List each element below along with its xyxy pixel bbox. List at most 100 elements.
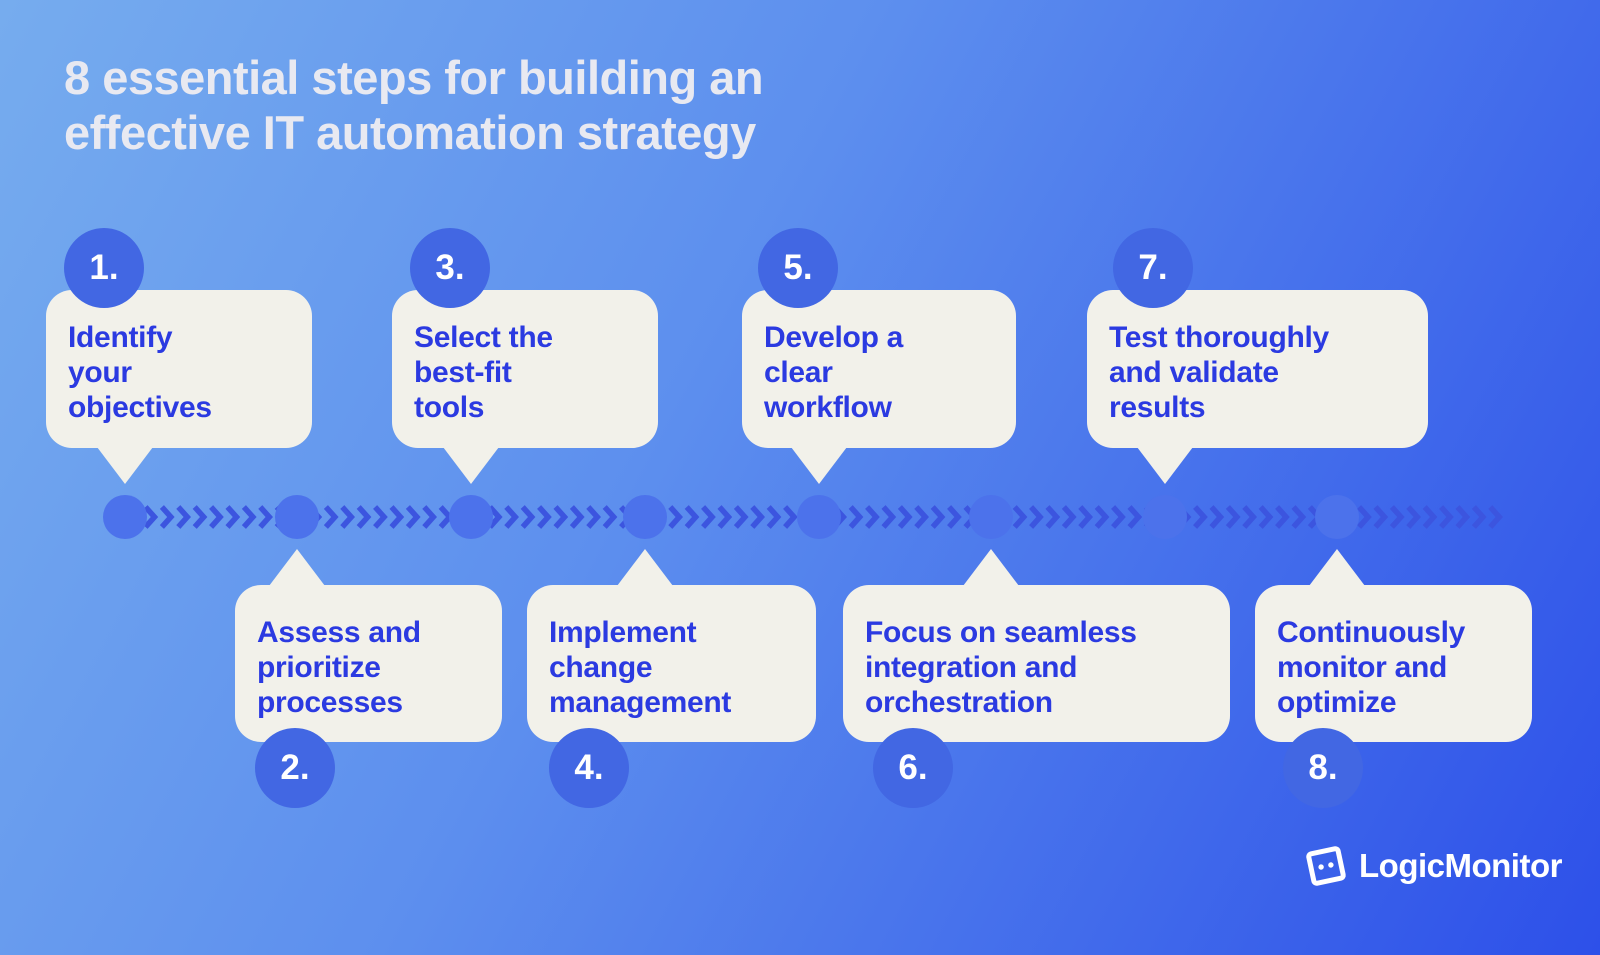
- step-number-badge: 3.: [410, 228, 490, 308]
- chevron-arrow-icon: [1078, 505, 1093, 529]
- chevron-arrow-icon: [1389, 505, 1405, 529]
- step-callout-7: 7. Test thoroughly and validate results: [1087, 228, 1428, 484]
- chevron-arrow-icon: [209, 505, 224, 529]
- bubble-tail: [1137, 447, 1193, 484]
- step-text: Test thoroughly and validate results: [1109, 321, 1329, 424]
- step-text: Continuously monitor and optimize: [1277, 616, 1466, 719]
- chevron-arrow-icon: [750, 505, 765, 529]
- chevron-arrow-icon: [865, 505, 880, 529]
- chevron-arrow-icon: [668, 505, 683, 529]
- chevron-arrow-icon: [1045, 505, 1061, 529]
- chevron-arrow-icon: [143, 505, 159, 529]
- chevron-arrow-icon: [1422, 505, 1438, 529]
- chevron-arrow-icon: [717, 505, 733, 529]
- chevron-arrow-icon: [1357, 505, 1372, 529]
- chevron-arrow-icon: [930, 505, 946, 529]
- chevron-arrow-icon: [1291, 505, 1307, 529]
- chevron-arrow-icon: [1439, 505, 1454, 529]
- chevron-arrow-icon: [340, 505, 355, 529]
- step-number: 3.: [435, 248, 465, 287]
- speech-bubble: Develop a clear workflow: [742, 290, 1016, 484]
- chevron-arrow-icon: [1373, 505, 1389, 529]
- bubble-tail: [1309, 549, 1365, 586]
- chevron-arrow-icon: [405, 505, 421, 529]
- step-text: Assess and prioritize processes: [257, 616, 421, 719]
- chevron-arrow-icon: [356, 505, 372, 529]
- chevron-arrow-icon: [848, 505, 864, 529]
- chevron-arrow-icon: [537, 505, 552, 529]
- speech-bubble: Test thoroughly and validate results: [1087, 290, 1428, 484]
- chevron-arrow-icon: [487, 505, 503, 529]
- step-text: Focus on seamless integration and orches…: [865, 616, 1137, 719]
- step-number-badge: 4.: [549, 728, 629, 808]
- chevron-arrow-icon: [783, 505, 798, 529]
- logicmonitor-mark-icon: [1306, 846, 1346, 886]
- step-callout-2: 2. Assess and prioritize processes: [235, 549, 502, 808]
- chevron-arrow-icon: [241, 505, 257, 529]
- chevron-arrow-icon: [881, 505, 897, 529]
- step-number: 1.: [89, 248, 119, 287]
- chevron-arrow-icon: [176, 505, 191, 529]
- chevron-arrow-icon: [504, 505, 519, 529]
- chevron-arrow-icon: [586, 505, 601, 529]
- chevron-arrow-icon: [1012, 505, 1028, 529]
- brand-name: LogicMonitor: [1359, 847, 1562, 884]
- bubble-tail: [443, 447, 499, 484]
- chevron-arrow-icon: [1242, 505, 1257, 529]
- speech-bubble: Continuously monitor and optimize: [1255, 549, 1532, 742]
- chevron-arrow-icon: [766, 505, 782, 529]
- chevron-arrow-icon: [1406, 505, 1421, 529]
- step-text: Develop a clear workflow: [764, 321, 904, 424]
- chevron-arrow-icon: [1455, 505, 1471, 529]
- timeline-dot: [797, 495, 841, 539]
- chevron-arrow-icon: [1111, 505, 1126, 529]
- step-number-badge: 8.: [1283, 728, 1363, 808]
- bubble-tail: [617, 549, 673, 586]
- chevron-arrow-icon: [389, 505, 405, 529]
- chevron-arrow-icon: [192, 505, 208, 529]
- step-callout-1: 1. Identify your objectives: [46, 228, 312, 484]
- chevron-arrow-icon: [1488, 505, 1503, 529]
- chevron-arrow-icon: [1471, 505, 1487, 529]
- chevron-arrow-icon: [159, 505, 175, 529]
- step-number: 8.: [1308, 748, 1338, 787]
- chevron-arrow-icon: [1258, 505, 1274, 529]
- brand-logo: LogicMonitor: [1303, 843, 1562, 889]
- chevron-arrow-icon: [225, 505, 241, 529]
- chevron-arrow-icon: [1061, 505, 1077, 529]
- step-text: Implement change management: [549, 616, 732, 719]
- chevron-arrow-icon: [1094, 505, 1110, 529]
- step-callout-8: 8. Continuously monitor and optimize: [1255, 549, 1532, 808]
- bubble-tail: [269, 549, 325, 586]
- speech-bubble: Assess and prioritize processes: [235, 549, 502, 742]
- timeline-dot: [1143, 495, 1187, 539]
- step-number: 6.: [898, 748, 928, 787]
- timeline-dot: [103, 495, 147, 539]
- chevron-arrow-icon: [684, 505, 700, 529]
- step-number: 7.: [1138, 248, 1168, 287]
- chevron-arrow-icon: [1225, 505, 1241, 529]
- chevron-arrow-icon: [520, 505, 536, 529]
- chevron-arrow-icon: [422, 505, 437, 529]
- speech-bubble: Implement change management: [527, 549, 816, 742]
- chevron-arrow-icon: [1029, 505, 1044, 529]
- step-number-badge: 7.: [1113, 228, 1193, 308]
- chevron-arrow-icon: [733, 505, 749, 529]
- speech-bubble: Identify your objectives: [46, 290, 312, 484]
- chevron-arrow-icon: [914, 505, 929, 529]
- chevron-arrow-icon: [1209, 505, 1225, 529]
- timeline-dot: [623, 495, 667, 539]
- step-callout-4: 4. Implement change management: [527, 549, 816, 808]
- bubble-tail: [963, 549, 1019, 586]
- chevron-arrow-icon: [373, 505, 388, 529]
- chevron-arrow-icon: [1127, 505, 1143, 529]
- step-callout-5: 5. Develop a clear workflow: [742, 228, 1016, 484]
- step-callout-3: 3. Select the best-fit tools: [392, 228, 658, 484]
- page-title: 8 essential steps for building an effect…: [64, 51, 764, 159]
- chevron-arrow-icon: [553, 505, 569, 529]
- chevron-arrow-icon: [258, 505, 273, 529]
- step-number-badge: 6.: [873, 728, 953, 808]
- chevron-arrow-icon: [1275, 505, 1290, 529]
